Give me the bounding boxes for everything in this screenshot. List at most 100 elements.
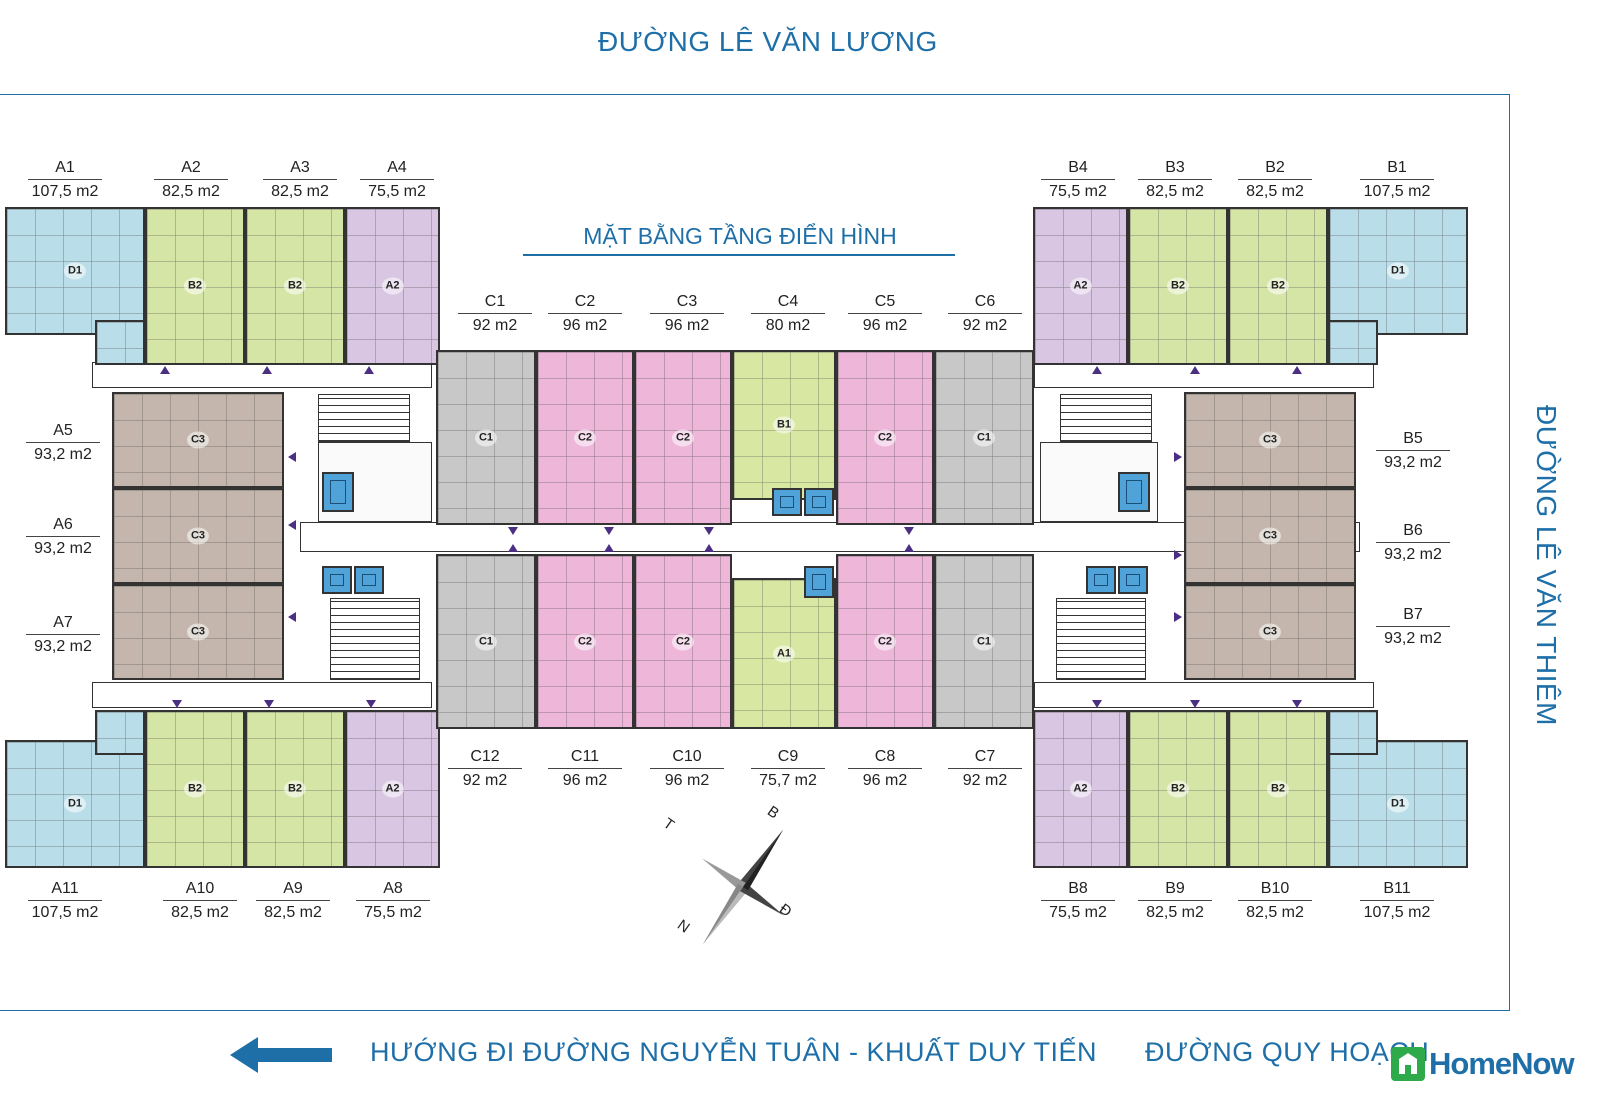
unit-A10[interactable]: B2 bbox=[145, 710, 245, 868]
unit-B9[interactable]: B2 bbox=[1128, 710, 1228, 868]
unit-C5[interactable]: C2 bbox=[836, 350, 934, 525]
entry-marker-icon bbox=[1174, 452, 1182, 462]
label-B9-name: B9 bbox=[1138, 880, 1212, 901]
entry-marker-icon bbox=[604, 544, 614, 552]
unit-A6[interactable]: C3 bbox=[112, 488, 284, 584]
unit-C7[interactable]: C1 bbox=[934, 554, 1034, 729]
unit-B10[interactable]: B2 bbox=[1228, 710, 1328, 868]
unit-B8[interactable]: A2 bbox=[1033, 710, 1128, 868]
unit-C2[interactable]: C2 bbox=[536, 350, 634, 525]
unit-B11-extension[interactable] bbox=[1328, 710, 1378, 755]
unit-A1[interactable]: D1 bbox=[5, 207, 145, 335]
label-C10-name: C10 bbox=[650, 748, 724, 769]
label-A2-area: 82,5 m2 bbox=[162, 183, 220, 200]
unit-A9[interactable]: B2 bbox=[245, 710, 345, 868]
unit-C1[interactable]: C1 bbox=[436, 350, 536, 525]
label-A1-area: 107,5 m2 bbox=[31, 183, 99, 200]
entry-marker-icon bbox=[1292, 366, 1302, 374]
unit-B7[interactable]: C3 bbox=[1184, 584, 1356, 680]
entry-marker-icon bbox=[1292, 700, 1302, 708]
label-C2-area: 96 m2 bbox=[562, 317, 608, 334]
unit-C11[interactable]: C2 bbox=[536, 554, 634, 729]
homenow-logo: HomeNow bbox=[1390, 1044, 1575, 1084]
label-C9-area: 75,7 m2 bbox=[759, 772, 817, 789]
label-B2-name: B2 bbox=[1238, 159, 1312, 180]
stair-left-bottom bbox=[330, 598, 420, 680]
unit-A11-extension[interactable] bbox=[95, 710, 145, 755]
entry-marker-icon bbox=[704, 527, 714, 535]
label-B2: B2 82,5 m2 bbox=[1230, 159, 1320, 201]
entry-marker-icon bbox=[172, 700, 182, 708]
unit-C12[interactable]: C1 bbox=[436, 554, 536, 729]
unit-A7[interactable]: C3 bbox=[112, 584, 284, 680]
label-B4-name: B4 bbox=[1041, 159, 1115, 180]
unit-B2[interactable]: B2 bbox=[1228, 207, 1328, 365]
entry-marker-icon bbox=[1174, 612, 1182, 622]
unit-A11-type: D1 bbox=[63, 795, 87, 813]
label-C8-name: C8 bbox=[848, 748, 922, 769]
unit-A4[interactable]: A2 bbox=[345, 207, 440, 365]
unit-A8[interactable]: A2 bbox=[345, 710, 440, 868]
unit-C3[interactable]: C2 bbox=[634, 350, 732, 525]
label-C12-area: 92 m2 bbox=[462, 772, 508, 789]
lift-center-top-2 bbox=[804, 488, 834, 516]
label-C7-area: 92 m2 bbox=[962, 772, 1008, 789]
unit-A1-extension[interactable] bbox=[95, 320, 145, 365]
road-top-label: ĐƯỜNG LÊ VĂN LƯƠNG bbox=[598, 26, 938, 57]
unit-B3[interactable]: B2 bbox=[1128, 207, 1228, 365]
entry-marker-icon bbox=[1092, 366, 1102, 374]
label-A8-name: A8 bbox=[356, 880, 430, 901]
entry-marker-icon bbox=[288, 612, 296, 622]
label-A3-name: A3 bbox=[263, 159, 337, 180]
compass-rose-icon bbox=[702, 829, 784, 945]
unit-C9[interactable]: A1 bbox=[732, 578, 836, 729]
unit-A7-type: C3 bbox=[186, 623, 210, 641]
corridor-bottom-left bbox=[92, 682, 432, 708]
unit-A5-type: C3 bbox=[186, 431, 210, 449]
label-C9-name: C9 bbox=[751, 748, 825, 769]
label-B2-area: 82,5 m2 bbox=[1246, 183, 1304, 200]
label-C8-area: 96 m2 bbox=[862, 772, 908, 789]
plan-title: MẶT BẰNG TẦNG ĐIỂN HÌNH bbox=[583, 223, 897, 249]
unit-B4[interactable]: A2 bbox=[1033, 207, 1128, 365]
site-boundary-bottom bbox=[0, 1010, 1510, 1011]
unit-C10-type: C2 bbox=[671, 633, 695, 650]
unit-A11[interactable]: D1 bbox=[5, 740, 145, 868]
unit-B1-extension[interactable] bbox=[1328, 320, 1378, 365]
unit-B7-type: C3 bbox=[1258, 623, 1282, 641]
unit-A2[interactable]: B2 bbox=[145, 207, 245, 365]
unit-B1[interactable]: D1 bbox=[1328, 207, 1468, 335]
label-B5-name: B5 bbox=[1376, 430, 1450, 451]
unit-B11[interactable]: D1 bbox=[1328, 740, 1468, 868]
label-A11-area: 107,5 m2 bbox=[31, 904, 99, 921]
entry-marker-icon bbox=[904, 544, 914, 552]
unit-C8[interactable]: C2 bbox=[836, 554, 934, 729]
entry-marker-icon bbox=[264, 700, 274, 708]
unit-A1-type: D1 bbox=[63, 262, 87, 280]
lift-left-bottom-2 bbox=[354, 566, 384, 594]
unit-C10[interactable]: C2 bbox=[634, 554, 732, 729]
unit-A3[interactable]: B2 bbox=[245, 207, 345, 365]
unit-A5[interactable]: C3 bbox=[112, 392, 284, 488]
unit-C6[interactable]: C1 bbox=[934, 350, 1034, 525]
entry-marker-icon bbox=[364, 366, 374, 374]
entry-marker-icon bbox=[288, 520, 296, 530]
site-boundary-right bbox=[1509, 94, 1510, 1011]
plan-title-underline bbox=[523, 254, 955, 256]
unit-B6[interactable]: C3 bbox=[1184, 488, 1356, 584]
label-C4-area: 80 m2 bbox=[765, 317, 811, 334]
unit-C4[interactable]: B1 bbox=[732, 350, 836, 500]
unit-B5[interactable]: C3 bbox=[1184, 392, 1356, 488]
entry-marker-icon bbox=[1092, 700, 1102, 708]
label-A10-name: A10 bbox=[163, 880, 237, 901]
